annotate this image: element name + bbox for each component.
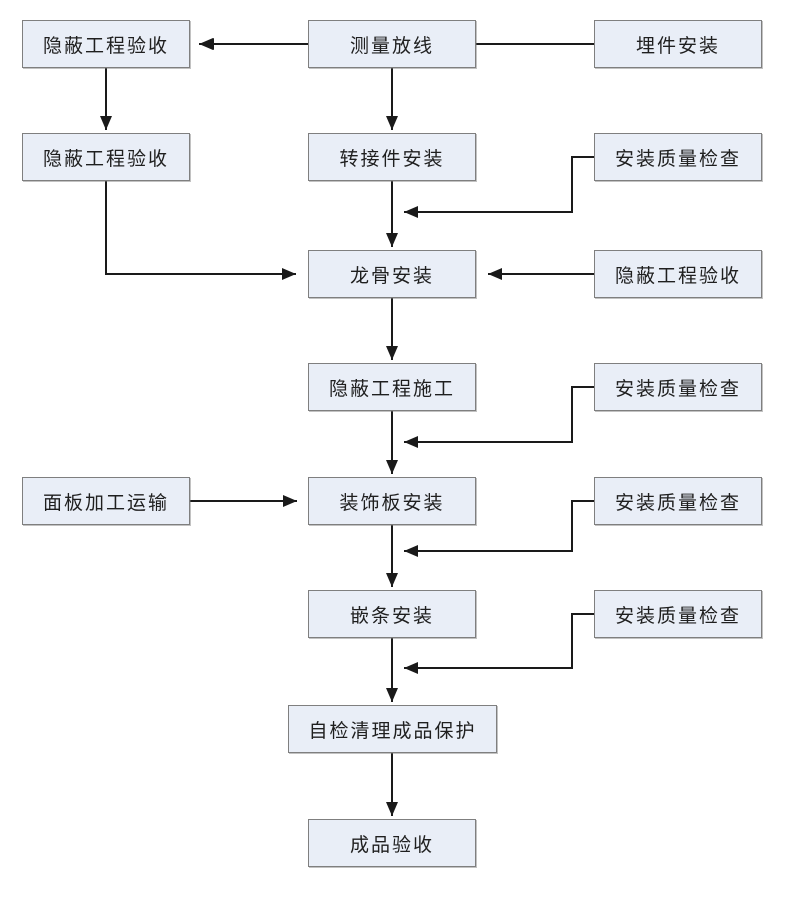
edge-qualitycheck4-elbow <box>404 613 594 674</box>
node-hidden-works-acceptance-3: 隐蔽工程验收 <box>594 250 762 298</box>
node-self-check-clean-protect: 自检清理成品保护 <box>288 705 497 753</box>
node-install-quality-check-1: 安装质量检查 <box>594 133 762 181</box>
node-adapter-install: 转接件安装 <box>308 133 476 181</box>
node-hidden-works-construction: 隐蔽工程施工 <box>308 363 476 411</box>
node-embedded-parts-install: 埋件安装 <box>594 20 762 68</box>
node-finished-product-acceptance: 成品验收 <box>308 819 476 867</box>
node-decorative-panel-install: 装饰板安装 <box>308 477 476 525</box>
edge-hidden2-to-keel <box>105 181 296 280</box>
node-panel-processing-transport: 面板加工运输 <box>22 477 190 525</box>
node-hidden-works-acceptance-2: 隐蔽工程验收 <box>22 133 190 181</box>
edge-qualitycheck1-elbow <box>404 156 594 218</box>
node-measure-set-out: 测量放线 <box>308 20 476 68</box>
edge-qualitycheck3-elbow <box>404 500 594 557</box>
node-trim-strip-install: 嵌条安装 <box>308 590 476 638</box>
node-install-quality-check-2: 安装质量检查 <box>594 363 762 411</box>
node-hidden-works-acceptance-1: 隐蔽工程验收 <box>22 20 190 68</box>
node-keel-install: 龙骨安装 <box>308 250 476 298</box>
edge-qualitycheck2-elbow <box>404 386 594 448</box>
node-install-quality-check-4: 安装质量检查 <box>594 590 762 638</box>
node-install-quality-check-3: 安装质量检查 <box>594 477 762 525</box>
